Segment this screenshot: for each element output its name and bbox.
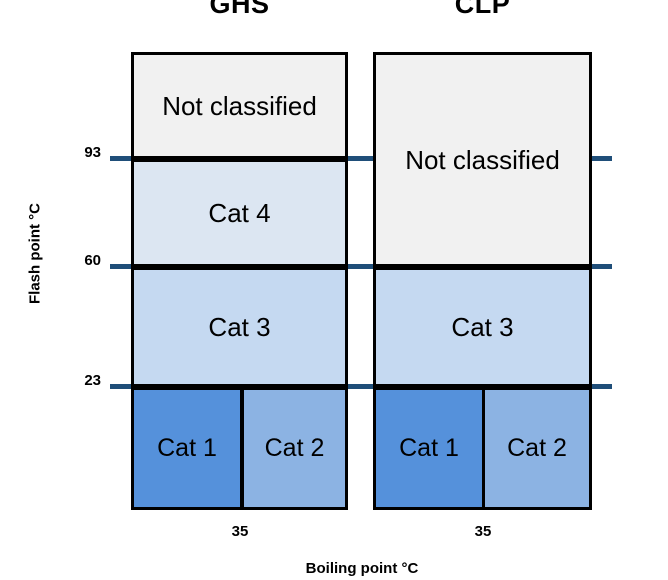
x-tick-label-ghs: 35 [231, 523, 249, 540]
column-title-clp: CLP [454, 0, 511, 19]
threshold-line-23-mid [340, 384, 390, 389]
y-tick-label-23: 23 [84, 372, 101, 389]
clp-cell-cat2[interactable]: Cat 2 [482, 387, 592, 510]
clp-cell-cat3[interactable]: Cat 3 [373, 267, 592, 387]
y-tick-label-93: 93 [84, 144, 101, 161]
clp-cell-not-classified[interactable]: Not classified [373, 52, 592, 267]
threshold-line-23-left [110, 384, 150, 389]
ghs-cell-cat2[interactable]: Cat 2 [241, 387, 348, 510]
threshold-line-23-right [580, 384, 612, 389]
ghs-cell-not-classified[interactable]: Not classified [131, 52, 348, 159]
y-tick-label-60: 60 [84, 252, 101, 269]
y-axis-title: Flash point °C [26, 203, 44, 304]
clp-cell-cat1[interactable]: Cat 1 [373, 387, 485, 510]
x-axis-title: Boiling point °C [305, 560, 419, 577]
threshold-line-60-left [110, 264, 150, 269]
threshold-line-60-mid [340, 264, 390, 269]
threshold-line-93-right [580, 156, 612, 161]
x-tick-label-clp: 35 [474, 523, 492, 540]
ghs-cell-cat3[interactable]: Cat 3 [131, 267, 348, 387]
ghs-cell-cat1[interactable]: Cat 1 [131, 387, 243, 510]
threshold-line-93-left [110, 156, 150, 161]
threshold-line-93-mid [340, 156, 390, 161]
ghs-cell-cat4[interactable]: Cat 4 [131, 159, 348, 267]
threshold-line-60-right [580, 264, 612, 269]
column-title-ghs: GHS [209, 0, 270, 19]
